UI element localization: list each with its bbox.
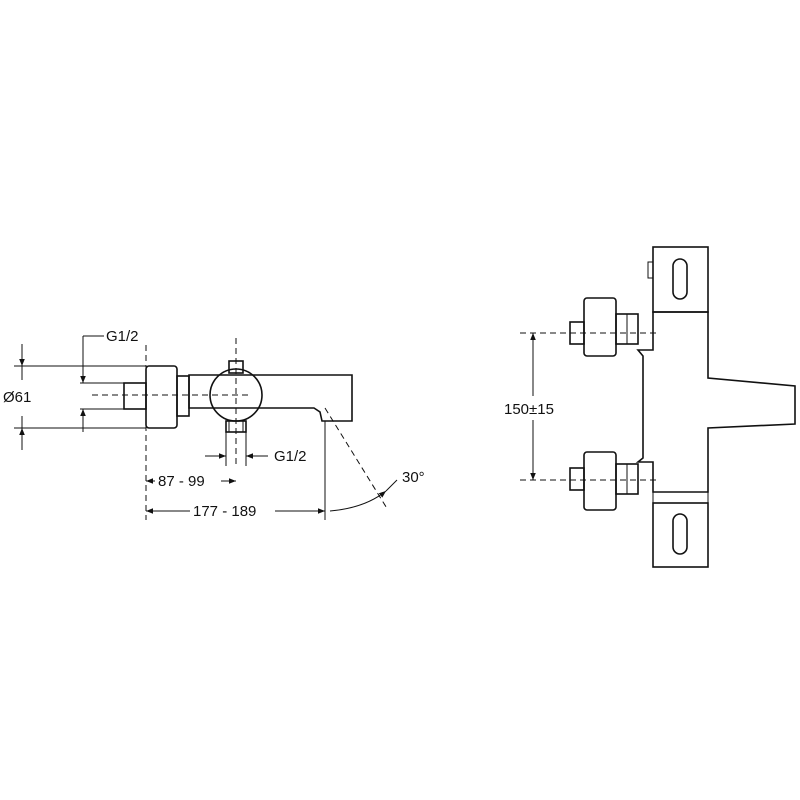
front-view: 150±15 (504, 246, 796, 568)
side-mixer-body (188, 374, 353, 422)
side-wall-flange (145, 365, 178, 429)
front-lower-inlet-flange (583, 451, 617, 511)
front-upper-inlet-flange (583, 297, 617, 357)
side-view: Ø61 G1/2 G1/2 87 - 99 177 - 189 30° (3, 328, 425, 520)
outlet-thread-label: G1/2 (274, 448, 307, 465)
diameter-label: Ø61 (3, 389, 31, 406)
side-inlet-pipe (123, 382, 147, 410)
front-top-handle-slot (672, 258, 688, 300)
front-main-body (635, 311, 796, 493)
side-spout-jet (324, 407, 389, 511)
front-lower-inlet-pipe (569, 467, 585, 491)
front-bottom-handle-slot (672, 513, 688, 555)
front-bottom-handle (652, 502, 709, 568)
depth-short-label: 87 - 99 (158, 473, 205, 490)
side-connecting-nut (176, 375, 190, 417)
depth-long-label: 177 - 189 (193, 503, 256, 520)
spout-angle-arc (329, 490, 387, 512)
spout-angle-label: 30° (402, 469, 425, 486)
centre-distance-label: 150±15 (504, 401, 554, 418)
front-top-handle (652, 246, 709, 313)
inlet-thread-label: G1/2 (106, 328, 139, 345)
